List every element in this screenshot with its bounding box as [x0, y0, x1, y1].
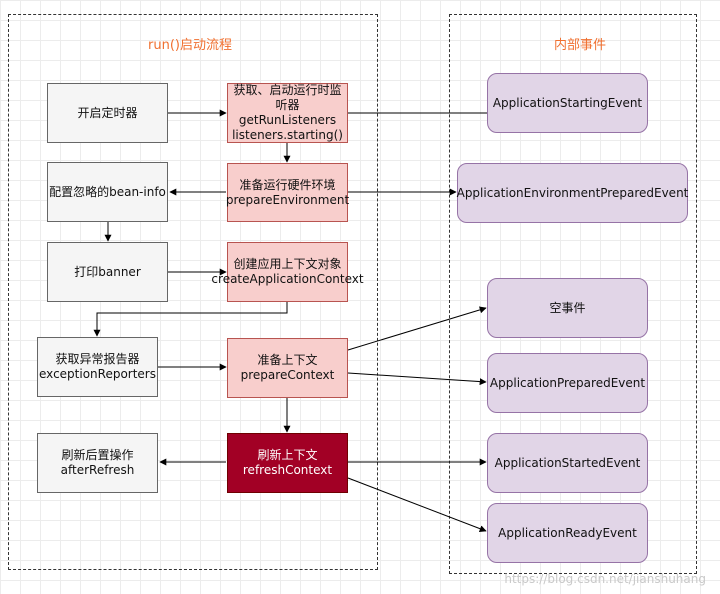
create-context-label-en: createApplicationContext: [211, 272, 364, 286]
prepare-environment-label-en: prepareEnvironment: [225, 192, 350, 207]
prepared-event-node: ApplicationPreparedEvent: [487, 353, 648, 413]
print-banner-node: 打印banner: [47, 242, 168, 302]
exception-reporters-label-en: exceptionReporters: [39, 367, 156, 381]
arrow-prepare-ctx-to-prepared-event: [347, 372, 487, 386]
internal-events-title: 内部事件: [553, 38, 606, 53]
after-refresh-label-en: afterRefresh: [60, 463, 135, 477]
refresh-context-label-en: refreshContext: [242, 463, 333, 477]
ready-event-label: ApplicationReadyEvent: [498, 525, 637, 540]
arrow-prepare-ctx-to-empty-event: [347, 306, 487, 351]
run-listeners-node: 获取、启动运行时监 听器getRunListeners listeners.st…: [227, 83, 348, 143]
run-listeners-line-1: 获取、启动运行时监: [233, 83, 342, 97]
exception-reporters-node: 获取异常报告器 exceptionReporters: [37, 337, 158, 397]
prepare-environment-node: 准备运行硬件环境 prepareEnvironment: [225, 163, 350, 222]
environment-prepared-event-node: ApplicationEnvironmentPreparedEvent: [457, 163, 688, 223]
refresh-context-node: 刷新上下文 refreshContext: [227, 433, 348, 493]
ignore-bean-info-node: 配置忽略的bean-info: [47, 162, 168, 222]
after-refresh-label-cn: 刷新后置操作: [61, 448, 134, 462]
start-timer-node: 开启定时器: [47, 83, 168, 143]
started-event-label: ApplicationStartedEvent: [494, 455, 641, 470]
ready-event-node: ApplicationReadyEvent: [487, 503, 648, 563]
prepare-context-node: 准备上下文 prepareContext: [227, 338, 348, 398]
prepare-context-label-cn: 准备上下文: [257, 353, 318, 367]
starting-event-label: ApplicationStartingEvent: [492, 95, 643, 110]
after-refresh-node: 刷新后置操作 afterRefresh: [37, 433, 158, 493]
create-context-node: 创建应用上下文对象 createApplicationContext: [211, 242, 364, 302]
internal-events-panel: [449, 14, 697, 574]
create-context-label-cn: 创建应用上下文对象: [233, 257, 342, 271]
watermark-text: https://blog.csdn.net/jianshuhang: [504, 572, 706, 586]
refresh-context-label-cn: 刷新上下文: [257, 448, 318, 462]
starting-event-node: ApplicationStartingEvent: [487, 73, 648, 133]
environment-prepared-event-label: ApplicationEnvironmentPreparedEvent: [456, 185, 689, 200]
prepare-context-label-en: prepareContext: [240, 368, 335, 382]
started-event-node: ApplicationStartedEvent: [487, 433, 648, 493]
ignore-bean-info-label: 配置忽略的bean-info: [49, 184, 166, 199]
empty-event-label: 空事件: [549, 300, 586, 315]
prepare-environment-label-cn: 准备运行硬件环境: [239, 177, 336, 192]
arrow-refresh-ctx-to-ready-event: [347, 477, 487, 533]
run-listeners-line-2: 听器getRunListeners: [238, 98, 337, 127]
print-banner-label: 打印banner: [74, 264, 141, 279]
arrow-create-ctx-to-exception: [93, 302, 288, 337]
run-flow-panel: [8, 14, 378, 570]
run-flow-title: run()启动流程: [148, 38, 232, 53]
run-listeners-line-3: listeners.starting(): [232, 128, 343, 142]
empty-event-node: 空事件: [487, 278, 648, 338]
exception-reporters-label-cn: 获取异常报告器: [55, 352, 140, 366]
start-timer-label: 开启定时器: [77, 105, 138, 120]
prepared-event-label: ApplicationPreparedEvent: [489, 375, 646, 390]
